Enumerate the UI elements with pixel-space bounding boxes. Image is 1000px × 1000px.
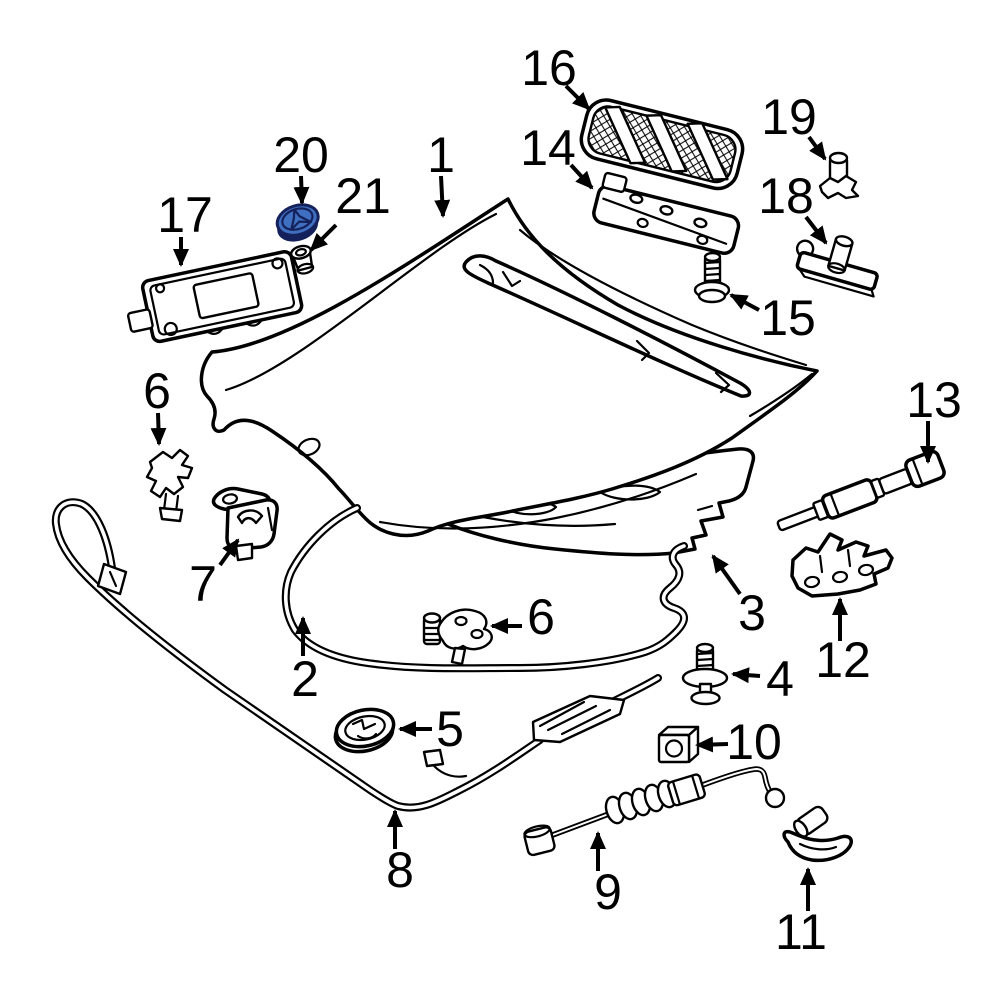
release-handle [782, 805, 853, 863]
cable-end-cylinder [523, 824, 556, 857]
callout-17: 17 [157, 187, 213, 243]
hood-corner-line [748, 372, 814, 418]
callout-15: 15 [760, 290, 816, 346]
secondary-release-cable [523, 766, 786, 857]
hood-vent-grille [579, 98, 745, 191]
emblem-grommet [289, 244, 315, 275]
handle-grip [792, 805, 829, 838]
cable-sheath-wrap [531, 694, 626, 744]
callout-2: 2 [291, 651, 319, 707]
callout-11: 11 [775, 904, 827, 960]
callout-arrow-7 [218, 538, 240, 567]
callout-20: 20 [273, 127, 329, 183]
stud-bracket [795, 235, 879, 298]
hood-release-cable [51, 498, 662, 812]
hood-front-lip-line [378, 472, 698, 530]
cable-barrel [666, 773, 706, 807]
star-base-clip [818, 151, 860, 200]
callout-6-right: 6 [527, 589, 555, 645]
callout-3: 3 [738, 585, 766, 641]
callout-arrow-20 [293, 175, 310, 205]
callout-13: 13 [906, 372, 962, 428]
callout-21: 21 [335, 168, 391, 224]
gas-strut [776, 449, 946, 532]
callout-16: 16 [521, 40, 577, 96]
cable-branch-nut [422, 748, 468, 778]
hinge-bracket [790, 532, 894, 598]
hood-washer-hole [297, 437, 321, 457]
callout-1: 1 [427, 127, 455, 183]
callout-5: 5 [436, 701, 464, 757]
hood-emblem-highlight [275, 203, 320, 242]
hood-front-seal [281, 504, 688, 673]
callout-arrow-6-left [150, 412, 167, 446]
callout-18: 18 [758, 168, 814, 224]
bracket-plate-17 [126, 249, 304, 344]
clip-right [422, 608, 493, 666]
callout-6-left: 6 [143, 363, 171, 419]
square-nut [657, 725, 700, 764]
clip-left [145, 448, 194, 523]
callout-arrows [150, 84, 936, 911]
callout-8: 8 [386, 842, 414, 898]
shoulder-bolt [693, 251, 731, 304]
callout-arrow-19 [807, 135, 827, 161]
callout-arrow-14 [569, 163, 594, 190]
callout-arrow-4 [731, 667, 761, 684]
callout-9: 9 [594, 864, 622, 920]
hood-latch [211, 486, 279, 562]
callout-10: 10 [726, 714, 782, 770]
hood-panel [199, 197, 819, 538]
cable-ball-socket [764, 787, 786, 809]
callout-arrow-18 [804, 215, 828, 245]
callout-arrow-16 [564, 84, 591, 111]
callout-arrow-3 [711, 554, 742, 596]
emblem-star [290, 208, 313, 231]
hood-ridge-line-right [518, 228, 808, 367]
hood-ridge-line [224, 212, 498, 392]
grille-mounting-plate [592, 171, 741, 255]
callout-arrow-1 [434, 175, 451, 218]
callout-arrow-15 [729, 293, 760, 312]
callout-arrow-10 [695, 736, 729, 753]
grommet-oval [333, 707, 396, 754]
callout-4: 4 [766, 651, 794, 707]
cable-end-connector [96, 562, 128, 596]
callout-arrow-21 [309, 223, 338, 252]
callout-19: 19 [761, 89, 817, 145]
tree-fastener [681, 642, 729, 706]
callout-7: 7 [189, 556, 217, 612]
hood-cowl-vent-detail [462, 254, 752, 398]
callout-14: 14 [520, 120, 576, 176]
callout-12: 12 [815, 632, 871, 688]
